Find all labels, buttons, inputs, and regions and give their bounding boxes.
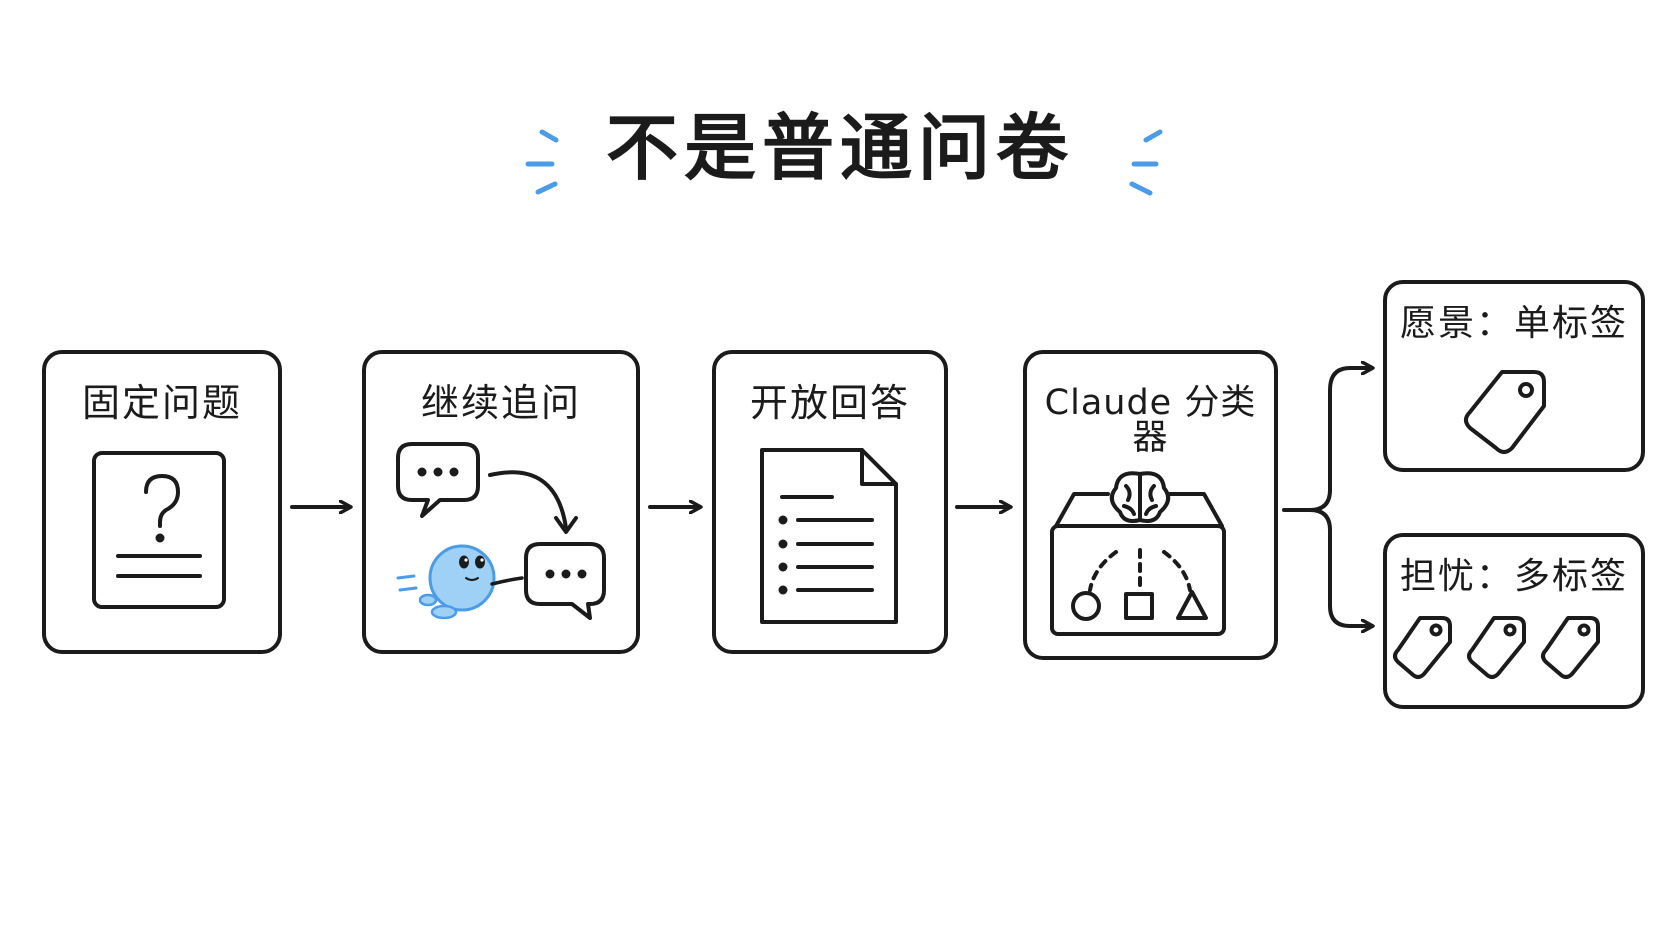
page-title: 不是普通问卷 bbox=[605, 106, 1074, 190]
bulleted-document-icon bbox=[760, 448, 898, 624]
question-document-icon bbox=[92, 451, 226, 609]
title-sparkle-left-icon bbox=[525, 129, 559, 195]
single-tag-icon bbox=[1464, 370, 1546, 454]
step-open-answer-box: 开放回答 bbox=[712, 350, 948, 654]
step-fixed-questions-box: 固定问题 bbox=[42, 350, 282, 654]
branch-connector bbox=[1282, 368, 1372, 626]
output-label: 担忧：多标签 bbox=[1399, 556, 1628, 597]
output-label: 愿景：单标签 bbox=[1399, 303, 1628, 344]
step-label: 继续追问 bbox=[420, 381, 581, 425]
step-label: 固定问题 bbox=[81, 381, 242, 425]
output-concerns-box: 担忧：多标签 bbox=[1383, 533, 1645, 709]
title-sparkle-right-icon bbox=[1129, 129, 1163, 196]
blob-character-icon bbox=[396, 544, 524, 620]
step-label: 开放回答 bbox=[749, 381, 910, 425]
brain-sorting-box-icon bbox=[1050, 471, 1226, 636]
output-vision-box: 愿景：单标签 bbox=[1383, 280, 1645, 472]
chat-bubbles-with-character-icon bbox=[396, 442, 606, 620]
three-tags-icon bbox=[1393, 616, 1600, 679]
step-label: Claude 分类器 bbox=[1044, 383, 1257, 458]
